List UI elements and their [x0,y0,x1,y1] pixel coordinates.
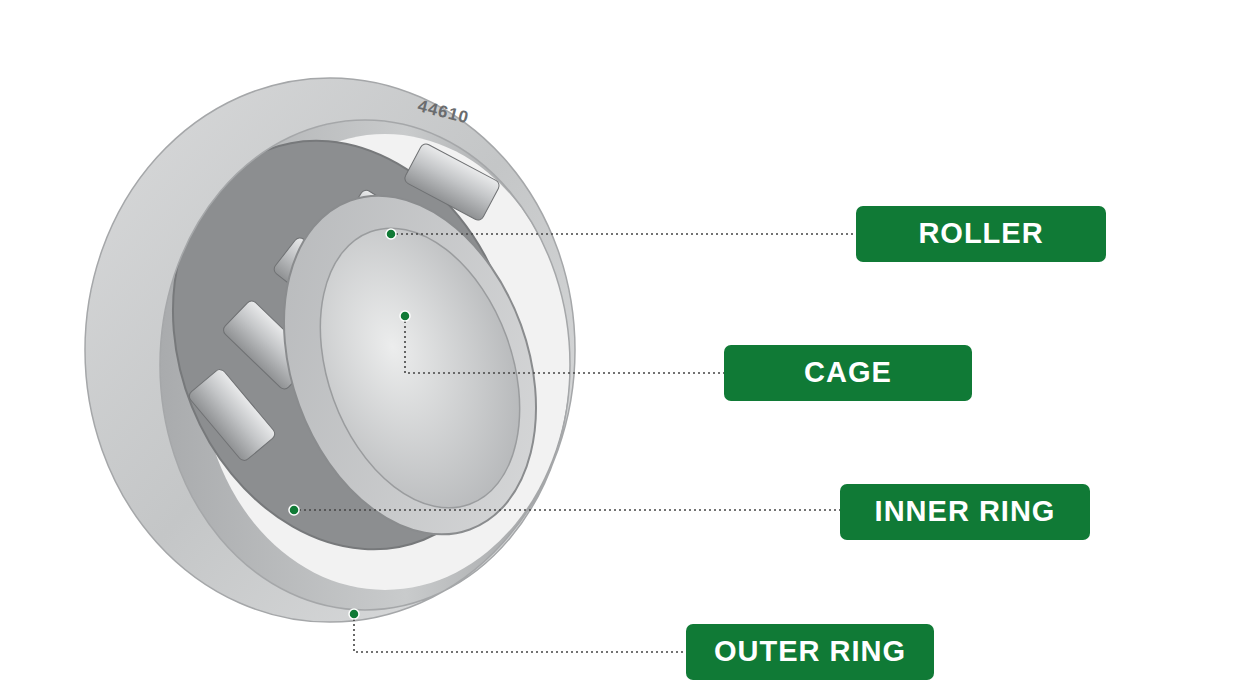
leader-line [391,233,856,235]
part-label-box: OUTER RING [686,624,934,680]
part-name: ROLLER [918,218,1043,250]
part-label-box: CAGE [724,345,972,401]
part-label-box: ROLLER [856,206,1106,262]
bore [284,200,556,535]
leader-line [294,509,840,511]
outer-ring [85,78,575,622]
part-name: CAGE [804,357,892,389]
leader-line [405,316,724,373]
part-label-box: INNER RING [840,484,1090,540]
callout-dot [400,311,410,321]
part-name: OUTER RING [714,636,906,668]
leader-line [354,614,686,652]
callout-dot [289,505,299,515]
roller-symbol [187,367,277,463]
callout-dot [349,609,359,619]
callout-dot [386,229,396,239]
part-name: INNER RING [875,496,1056,528]
